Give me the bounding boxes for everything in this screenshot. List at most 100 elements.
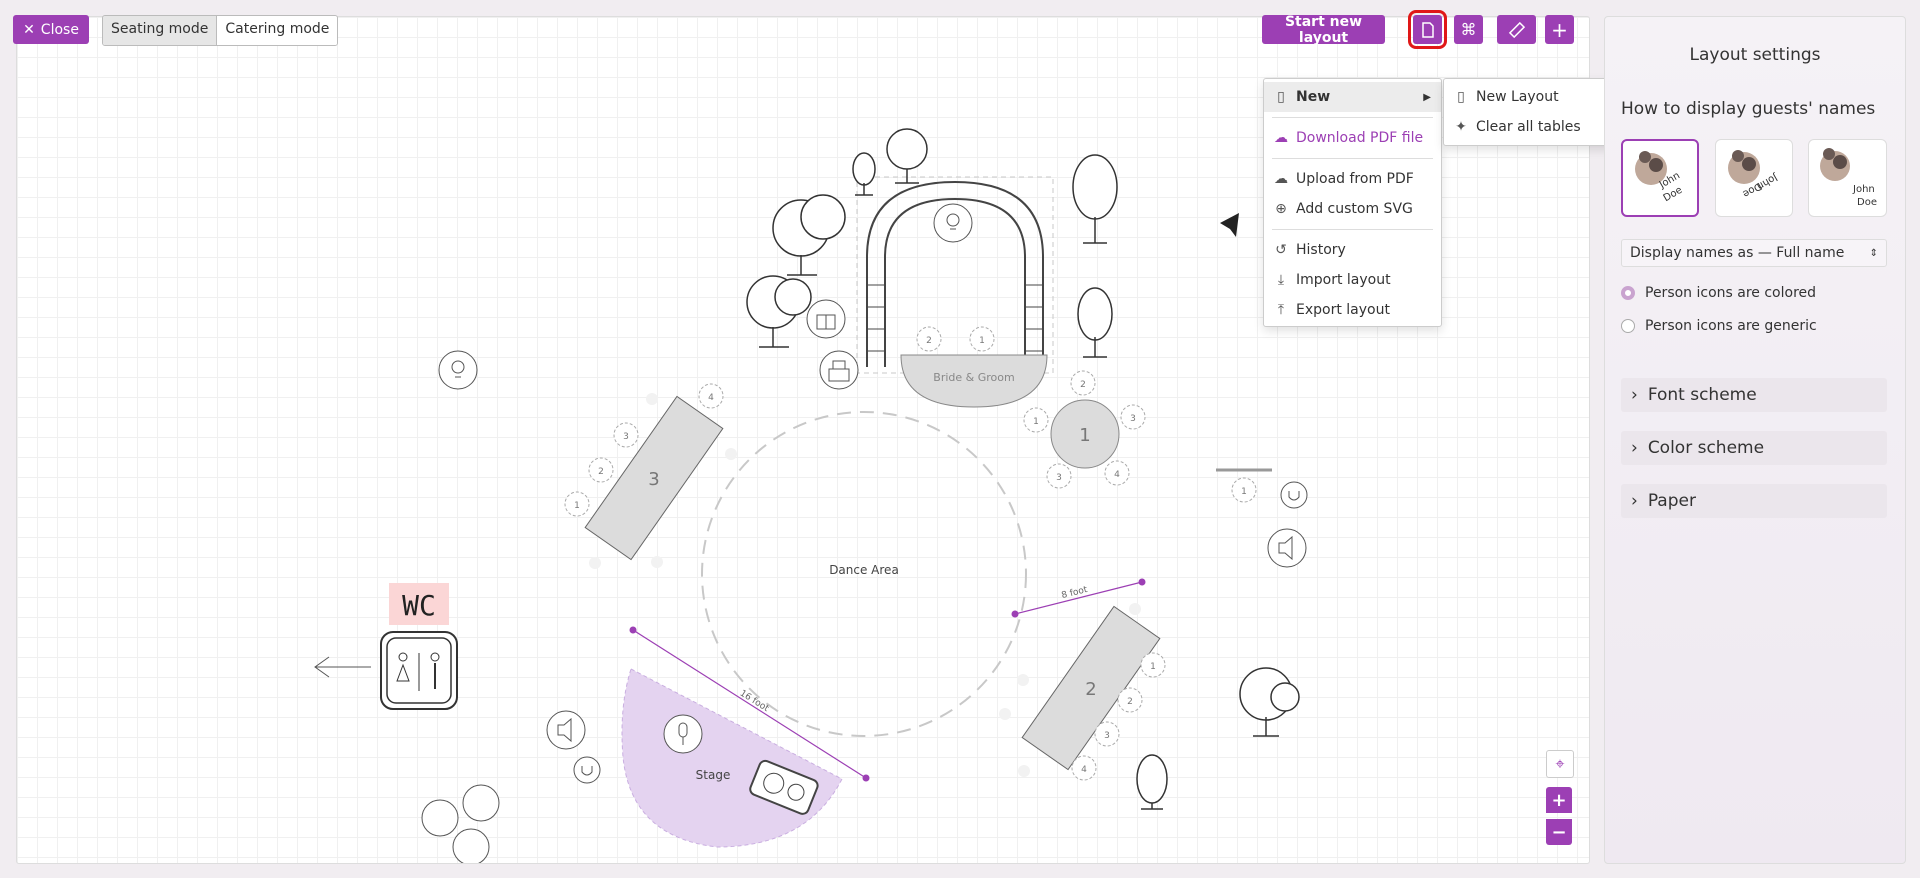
radio-dot[interactable] (1621, 286, 1635, 300)
accordion-label: Color scheme (1647, 438, 1765, 458)
radio-generic[interactable]: Person icons are generic (1621, 318, 1817, 334)
speaker-icon (1267, 528, 1307, 568)
catering-mode-button[interactable]: Catering mode (217, 16, 338, 45)
menu-divider (1272, 229, 1433, 230)
menu-item-new[interactable]: ▯ New ▶ (1264, 82, 1441, 112)
cloud-download-icon: ☁ (1274, 130, 1288, 146)
menu-item-history[interactable]: ↺ History (1264, 235, 1441, 265)
speaker-icon (546, 710, 586, 750)
table-label: 1 (1079, 425, 1090, 446)
file-icon: ▯ (1277, 89, 1285, 105)
arrow-left-icon (314, 656, 371, 678)
plus-circle-icon: ⊕ (1275, 201, 1287, 217)
zoom-out-button[interactable]: − (1546, 819, 1572, 845)
radio-dot[interactable] (1621, 319, 1635, 333)
seat-label: 2 (1127, 697, 1133, 707)
add-button[interactable]: + (1545, 15, 1574, 44)
display-names-value: Display names as — Full name (1630, 245, 1845, 261)
table-label: 3 (648, 469, 659, 490)
start-new-layout-button[interactable]: Start new layout (1262, 14, 1385, 46)
radio-label: Person icons are colored (1645, 285, 1817, 301)
name-style-card-3[interactable]: John Doe (1808, 139, 1887, 217)
floor-plan[interactable]: Dance Area Bride & Groom 2 1 (17, 17, 1589, 863)
file-menu-button[interactable] (1408, 10, 1447, 49)
dance-area-label: Dance Area (829, 563, 899, 577)
tree-icon (852, 152, 876, 196)
menu-item-download-pdf[interactable]: ☁ Download PDF file (1264, 123, 1441, 153)
menu-item-label: Export layout (1296, 302, 1390, 318)
radio-colored[interactable]: Person icons are colored (1621, 285, 1816, 301)
menu-divider (1272, 158, 1433, 159)
file-icon: ▯ (1457, 89, 1465, 105)
gift-icon (806, 299, 846, 339)
command-button[interactable]: ⌘ (1454, 15, 1483, 44)
bride-groom-table (900, 354, 1048, 408)
seat-label: 3 (1056, 473, 1062, 483)
caret-right-icon: ▶ (1423, 91, 1431, 103)
recenter-button[interactable]: ⌖ (1546, 750, 1574, 778)
accordion-paper[interactable]: › Paper (1621, 484, 1887, 518)
menu-item-label: Import layout (1296, 272, 1391, 288)
file-icon (1421, 21, 1434, 38)
name-style-card-2[interactable]: John Doe (1715, 139, 1793, 217)
accordion-font-scheme[interactable]: › Font scheme (1621, 378, 1887, 412)
tree-icon (772, 194, 846, 276)
menu-item-label: Download PDF file (1296, 130, 1424, 146)
plus-icon: + (1551, 17, 1568, 42)
seat-label: 3 (1130, 414, 1136, 424)
menu-item-upload-pdf[interactable]: ☁ Upload from PDF (1264, 164, 1441, 194)
stage-area (621, 668, 843, 848)
table-1 (1050, 399, 1120, 469)
tree-icon (746, 275, 812, 348)
accordion-label: Font scheme (1647, 385, 1757, 405)
person-avatar-icon (1635, 151, 1667, 185)
tree-icon (886, 128, 928, 184)
panel-subtitle: How to display guests' names (1621, 99, 1876, 119)
sparkle-icon: ✦ (1455, 119, 1467, 135)
name-style-card-1[interactable]: John Doe (1621, 139, 1699, 217)
chevron-right-icon: › (1631, 438, 1638, 458)
locate-icon: ⌖ (1555, 754, 1565, 773)
display-names-select[interactable]: Display names as — Full name ⇕ (1621, 239, 1887, 267)
tree-icon (1072, 154, 1118, 244)
fireworks-icon (421, 784, 500, 863)
seat-label: 3 (623, 432, 629, 442)
seat-label: 1 (979, 336, 985, 346)
close-button[interactable]: ✕ Close (13, 15, 89, 44)
tree-icon (1136, 754, 1168, 810)
card-surname: Doe (1857, 197, 1877, 208)
lightbulb-icon (933, 203, 973, 243)
mode-toggle[interactable]: Seating mode Catering mode (102, 15, 339, 46)
seat-label: 2 (598, 467, 604, 477)
chevron-right-icon: › (1631, 491, 1638, 511)
menu-item-import[interactable]: ⤓ Import layout (1264, 265, 1441, 295)
seat-label: 4 (1114, 470, 1120, 480)
command-icon: ⌘ (1460, 20, 1477, 39)
cursor-icon (1220, 213, 1239, 237)
menu-item-export[interactable]: ⤒ Export layout (1264, 295, 1441, 325)
menu-item-label: New Layout (1476, 89, 1559, 105)
seat-label: 1 (1241, 487, 1247, 497)
close-label: Close (40, 21, 79, 38)
zoom-in-button[interactable]: + (1546, 787, 1572, 813)
seat-label: 1 (1033, 417, 1039, 427)
dance-area (701, 411, 1027, 737)
submenu-item-new-layout[interactable]: ▯ New Layout (1444, 82, 1622, 112)
seating-mode-button[interactable]: Seating mode (103, 16, 218, 45)
upload-icon: ⤒ (1277, 302, 1285, 318)
wc-label: WC (402, 589, 436, 622)
lightbulb-icon (438, 350, 478, 390)
ruler-button[interactable] (1497, 15, 1536, 44)
bride-groom-label: Bride & Groom (933, 371, 1014, 384)
menu-item-add-svg[interactable]: ⊕ Add custom SVG (1264, 194, 1441, 224)
minus-icon: − (1551, 821, 1567, 843)
accordion-color-scheme[interactable]: › Color scheme (1621, 431, 1887, 465)
download-icon: ⤓ (1277, 272, 1285, 288)
power-plug-icon (1280, 481, 1308, 509)
microphone-icon (663, 714, 703, 754)
table-label: 2 (1085, 679, 1096, 700)
submenu-item-clear-tables[interactable]: ✦ Clear all tables (1444, 112, 1622, 142)
ruler-icon (1508, 21, 1525, 38)
restroom-icon (380, 631, 458, 710)
seat-label: 2 (926, 336, 932, 346)
